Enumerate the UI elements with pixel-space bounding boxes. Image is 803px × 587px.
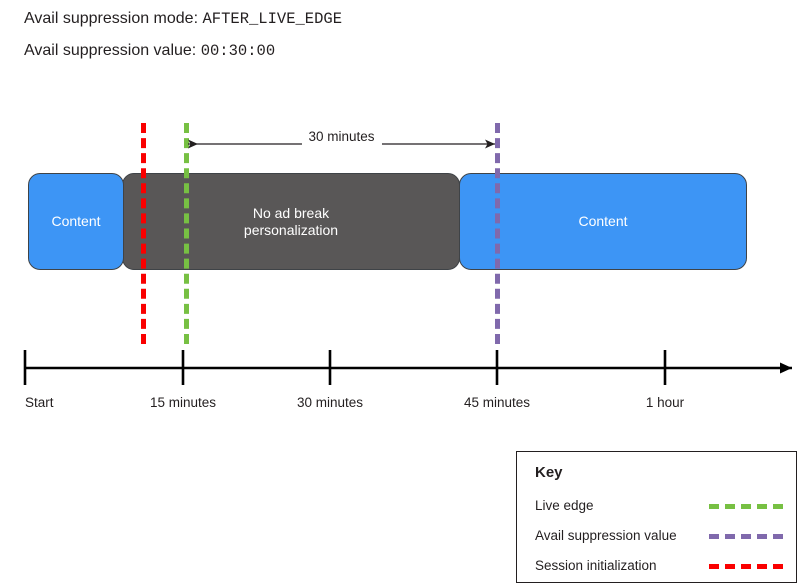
block-content-right: Content bbox=[459, 173, 747, 270]
marker-line-avail-suppression-value bbox=[495, 123, 500, 344]
axis-label-15-minutes: 15 minutes bbox=[149, 395, 217, 410]
avail-suppression-value-value: 00:30:00 bbox=[200, 42, 276, 60]
axis-label-45-minutes: 45 minutes bbox=[463, 395, 531, 410]
block-no-ad-break-personalization: No ad break personalization bbox=[122, 173, 460, 270]
avail-suppression-mode-value: AFTER_LIVE_EDGE bbox=[202, 10, 343, 28]
legend-item-avail-suppression-value: Avail suppression value bbox=[535, 526, 783, 546]
legend-item-session-initialization: Session initialization bbox=[535, 556, 783, 576]
key-legend: Key Live edge Avail suppression value Se… bbox=[516, 451, 797, 583]
block-content-right-label: Content bbox=[578, 213, 628, 229]
block-no-ad-break-label-line2: personalization bbox=[243, 221, 339, 238]
block-content-left: Content bbox=[28, 173, 124, 270]
block-no-ad-break-label-line1: No ad break bbox=[252, 204, 330, 221]
legend-item-live-edge-label: Live edge bbox=[535, 498, 594, 513]
legend-swatch-session-initialization bbox=[709, 563, 783, 569]
axis-label-30-minutes: 30 minutes bbox=[296, 395, 364, 410]
avail-suppression-value-line: Avail suppression value: 00:30:00 bbox=[24, 41, 275, 61]
block-content-left-label: Content bbox=[51, 213, 101, 229]
avail-suppression-mode-label: Avail suppression mode: bbox=[24, 10, 199, 27]
block-no-ad-break-label: No ad break personalization bbox=[244, 205, 338, 239]
measure-30-minutes: 30 minutes bbox=[186, 128, 497, 159]
legend-item-session-initialization-label: Session initialization bbox=[535, 558, 657, 573]
axis-label-start: Start bbox=[25, 395, 54, 410]
measure-label: 30 minutes bbox=[301, 128, 382, 145]
marker-line-session-initialization bbox=[141, 123, 146, 344]
legend-swatch-live-edge bbox=[709, 503, 783, 509]
timeline-axis bbox=[23, 350, 792, 385]
legend-swatch-avail-suppression-value bbox=[709, 533, 783, 539]
axis-label-1-hour: 1 hour bbox=[645, 395, 685, 410]
avail-suppression-value-label: Avail suppression value: bbox=[24, 42, 197, 59]
marker-line-live-edge bbox=[184, 123, 189, 344]
legend-item-live-edge: Live edge bbox=[535, 496, 783, 516]
key-legend-title: Key bbox=[535, 464, 563, 481]
legend-item-avail-suppression-value-label: Avail suppression value bbox=[535, 528, 677, 543]
avail-suppression-mode-line: Avail suppression mode: AFTER_LIVE_EDGE bbox=[24, 9, 342, 29]
